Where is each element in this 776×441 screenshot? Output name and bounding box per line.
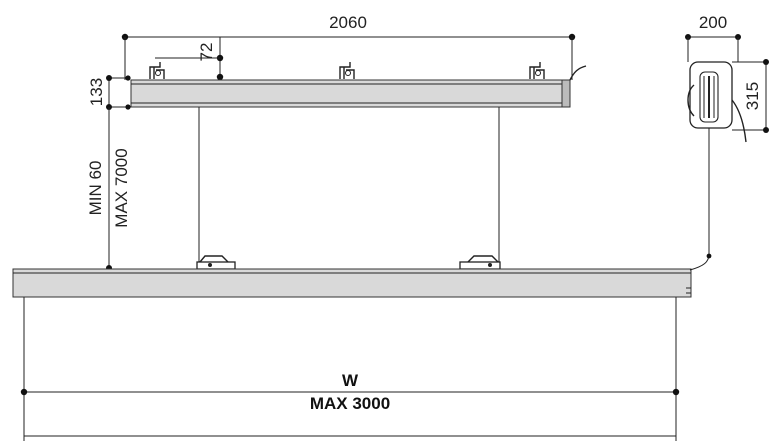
dimension-max-label: MAX 7000 [112, 148, 131, 227]
bottom-cassette [12, 268, 692, 298]
dimension-motor-width: 200 [685, 13, 741, 62]
top-headrail [130, 65, 587, 108]
cable-clamp-left [196, 255, 236, 270]
dimension-200-label: 200 [699, 13, 727, 32]
dimension-315-label: 315 [743, 82, 762, 110]
dimension-min-label: MIN 60 [86, 161, 105, 216]
dimension-drop: MIN 60 MAX 7000 [86, 107, 131, 271]
power-cable [689, 128, 710, 271]
dimension-bracket-offset: 72 [155, 37, 224, 81]
width-max-label: MAX 3000 [310, 394, 390, 413]
dimension-motor-height: 315 [732, 59, 769, 133]
dimension-133-label: 133 [87, 78, 106, 106]
width-label: W [342, 371, 359, 390]
dimension-72-label: 72 [197, 43, 216, 62]
mounting-bracket-right [529, 62, 545, 79]
cable-clamp-right [459, 255, 501, 270]
motor-box [687, 61, 747, 143]
mounting-bracket-left [149, 62, 165, 79]
dimension-top-length: 2060 [121, 13, 576, 80]
dimension-rail-height: 133 [87, 75, 131, 110]
mounting-bracket-center [339, 62, 355, 79]
dimension-width: W MAX 3000 [20, 371, 680, 413]
dimension-2060-label: 2060 [329, 13, 367, 32]
